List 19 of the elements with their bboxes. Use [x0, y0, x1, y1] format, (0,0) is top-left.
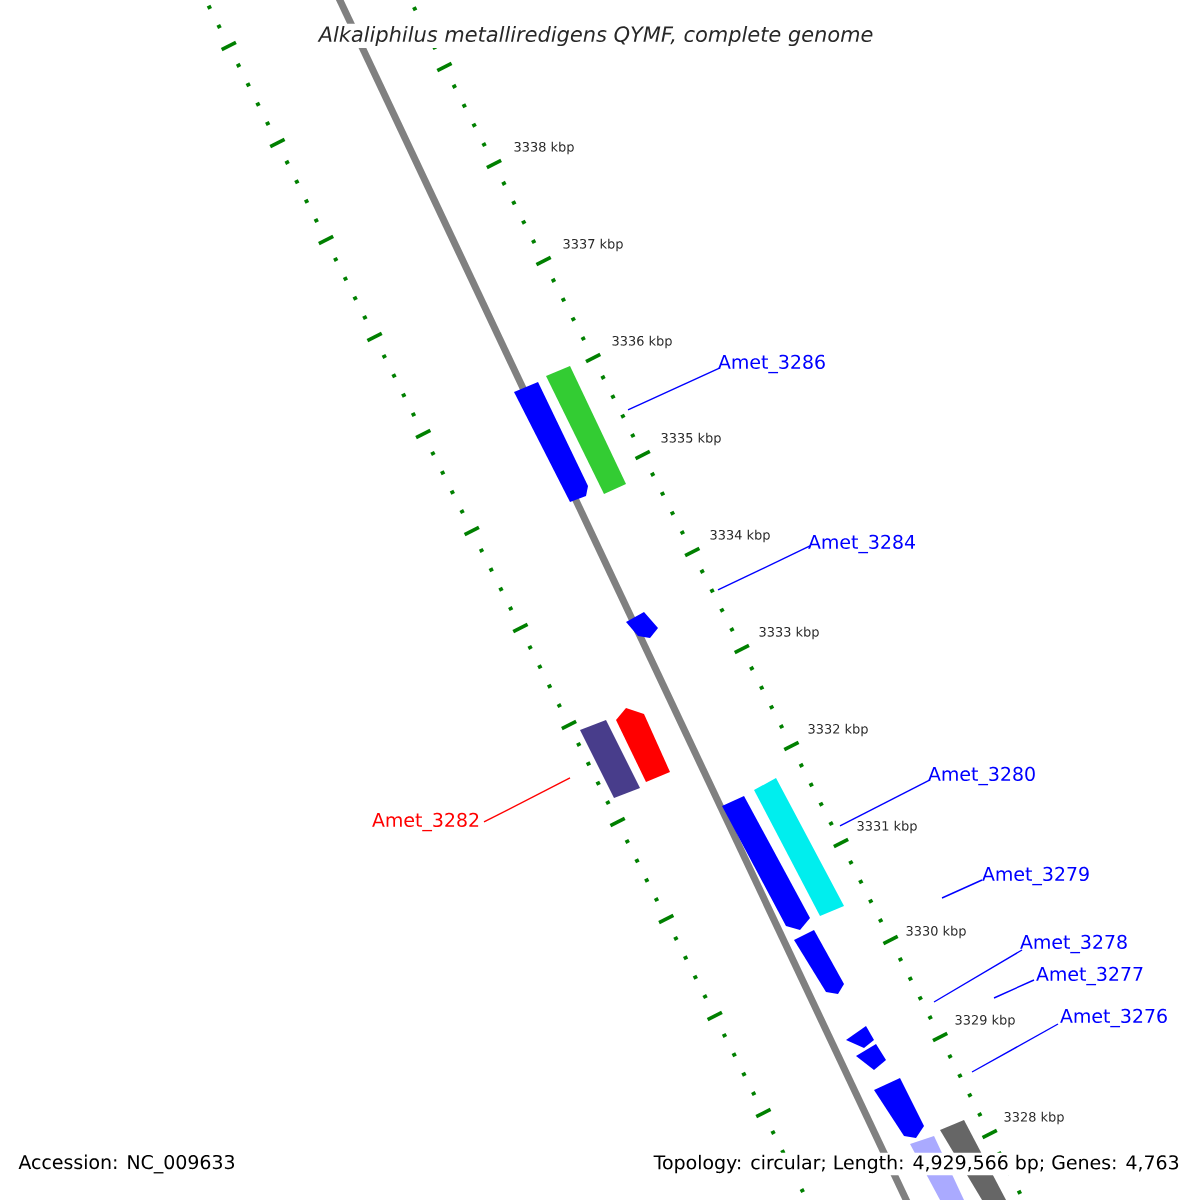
- leader-line: [941, 879, 983, 899]
- gene-label: Amet_3279: [982, 866, 1089, 886]
- leader-line: [971, 1023, 1059, 1073]
- leader-line: [717, 545, 811, 591]
- gene-label: Amet_3284: [808, 534, 915, 554]
- summary-note: Topology: circular; Length: 4,929,566 bp; Genes: 4,763: [651, 1152, 1182, 1176]
- gene-label: Amet_3276: [1060, 1008, 1167, 1028]
- leader-line: [933, 949, 1023, 1003]
- accession-note: Accession: NC_009633: [18, 1154, 234, 1174]
- title: Alkaliphilus metalliredigens QYMF, complete genome: [316, 23, 876, 49]
- gene-label: Amet_3277: [1036, 966, 1143, 986]
- leader-line: [627, 367, 721, 411]
- gene-label: Amet_3280: [928, 766, 1035, 786]
- gene-label: Amet_3282: [372, 812, 479, 832]
- leader-line: [483, 777, 571, 823]
- gene-label: Amet_3278: [1020, 934, 1127, 954]
- leader-line: [839, 779, 931, 827]
- gene-label: Amet_3286: [718, 354, 825, 374]
- leader-line: [993, 979, 1035, 999]
